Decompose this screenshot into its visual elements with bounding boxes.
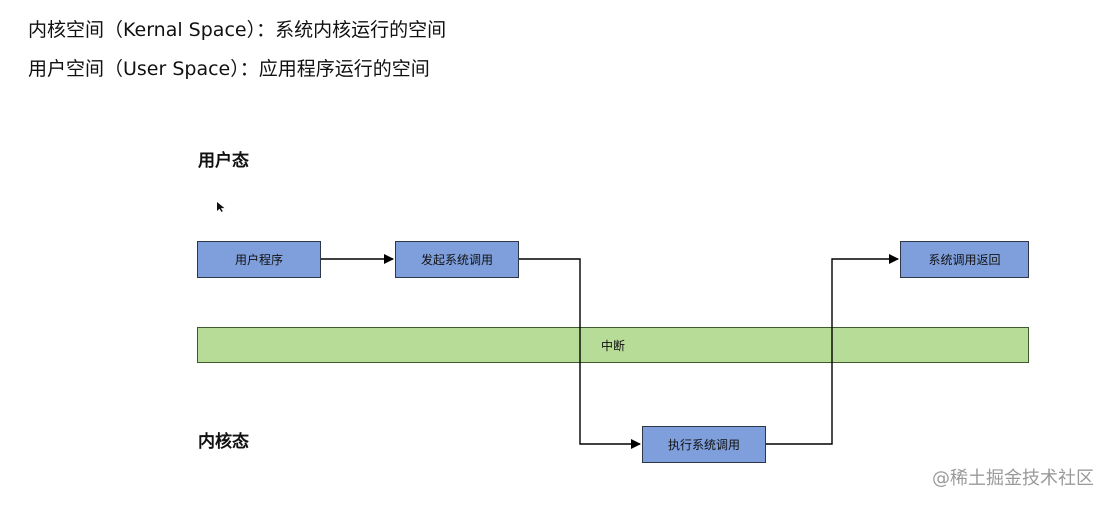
kernel-mode-label: 内核态: [198, 432, 249, 452]
syscall-start-label: 发起系统调用: [420, 252, 493, 267]
cursor-icon: [217, 202, 225, 212]
user-program-node: 用户程序: [197, 241, 321, 278]
syscall-exec-node: 执行系统调用: [642, 426, 766, 463]
syscall-return-label: 系统调用返回: [928, 252, 1001, 267]
watermark: @稀土掘金技术社区: [932, 468, 1094, 489]
user-mode-label: 用户态: [198, 151, 249, 171]
syscall-start-node: 发起系统调用: [395, 241, 519, 278]
interrupt-band: 中断: [197, 327, 1029, 363]
kernel-space-description: 内核空间（Kernal Space）：系统内核运行的空间: [28, 19, 447, 41]
syscall-return-node: 系统调用返回: [900, 241, 1029, 278]
user-program-label: 用户程序: [234, 252, 283, 267]
interrupt-label: 中断: [600, 338, 625, 353]
syscall-exec-label: 执行系统调用: [667, 437, 740, 452]
user-space-description: 用户空间（User Space）：应用程序运行的空间: [28, 58, 430, 80]
